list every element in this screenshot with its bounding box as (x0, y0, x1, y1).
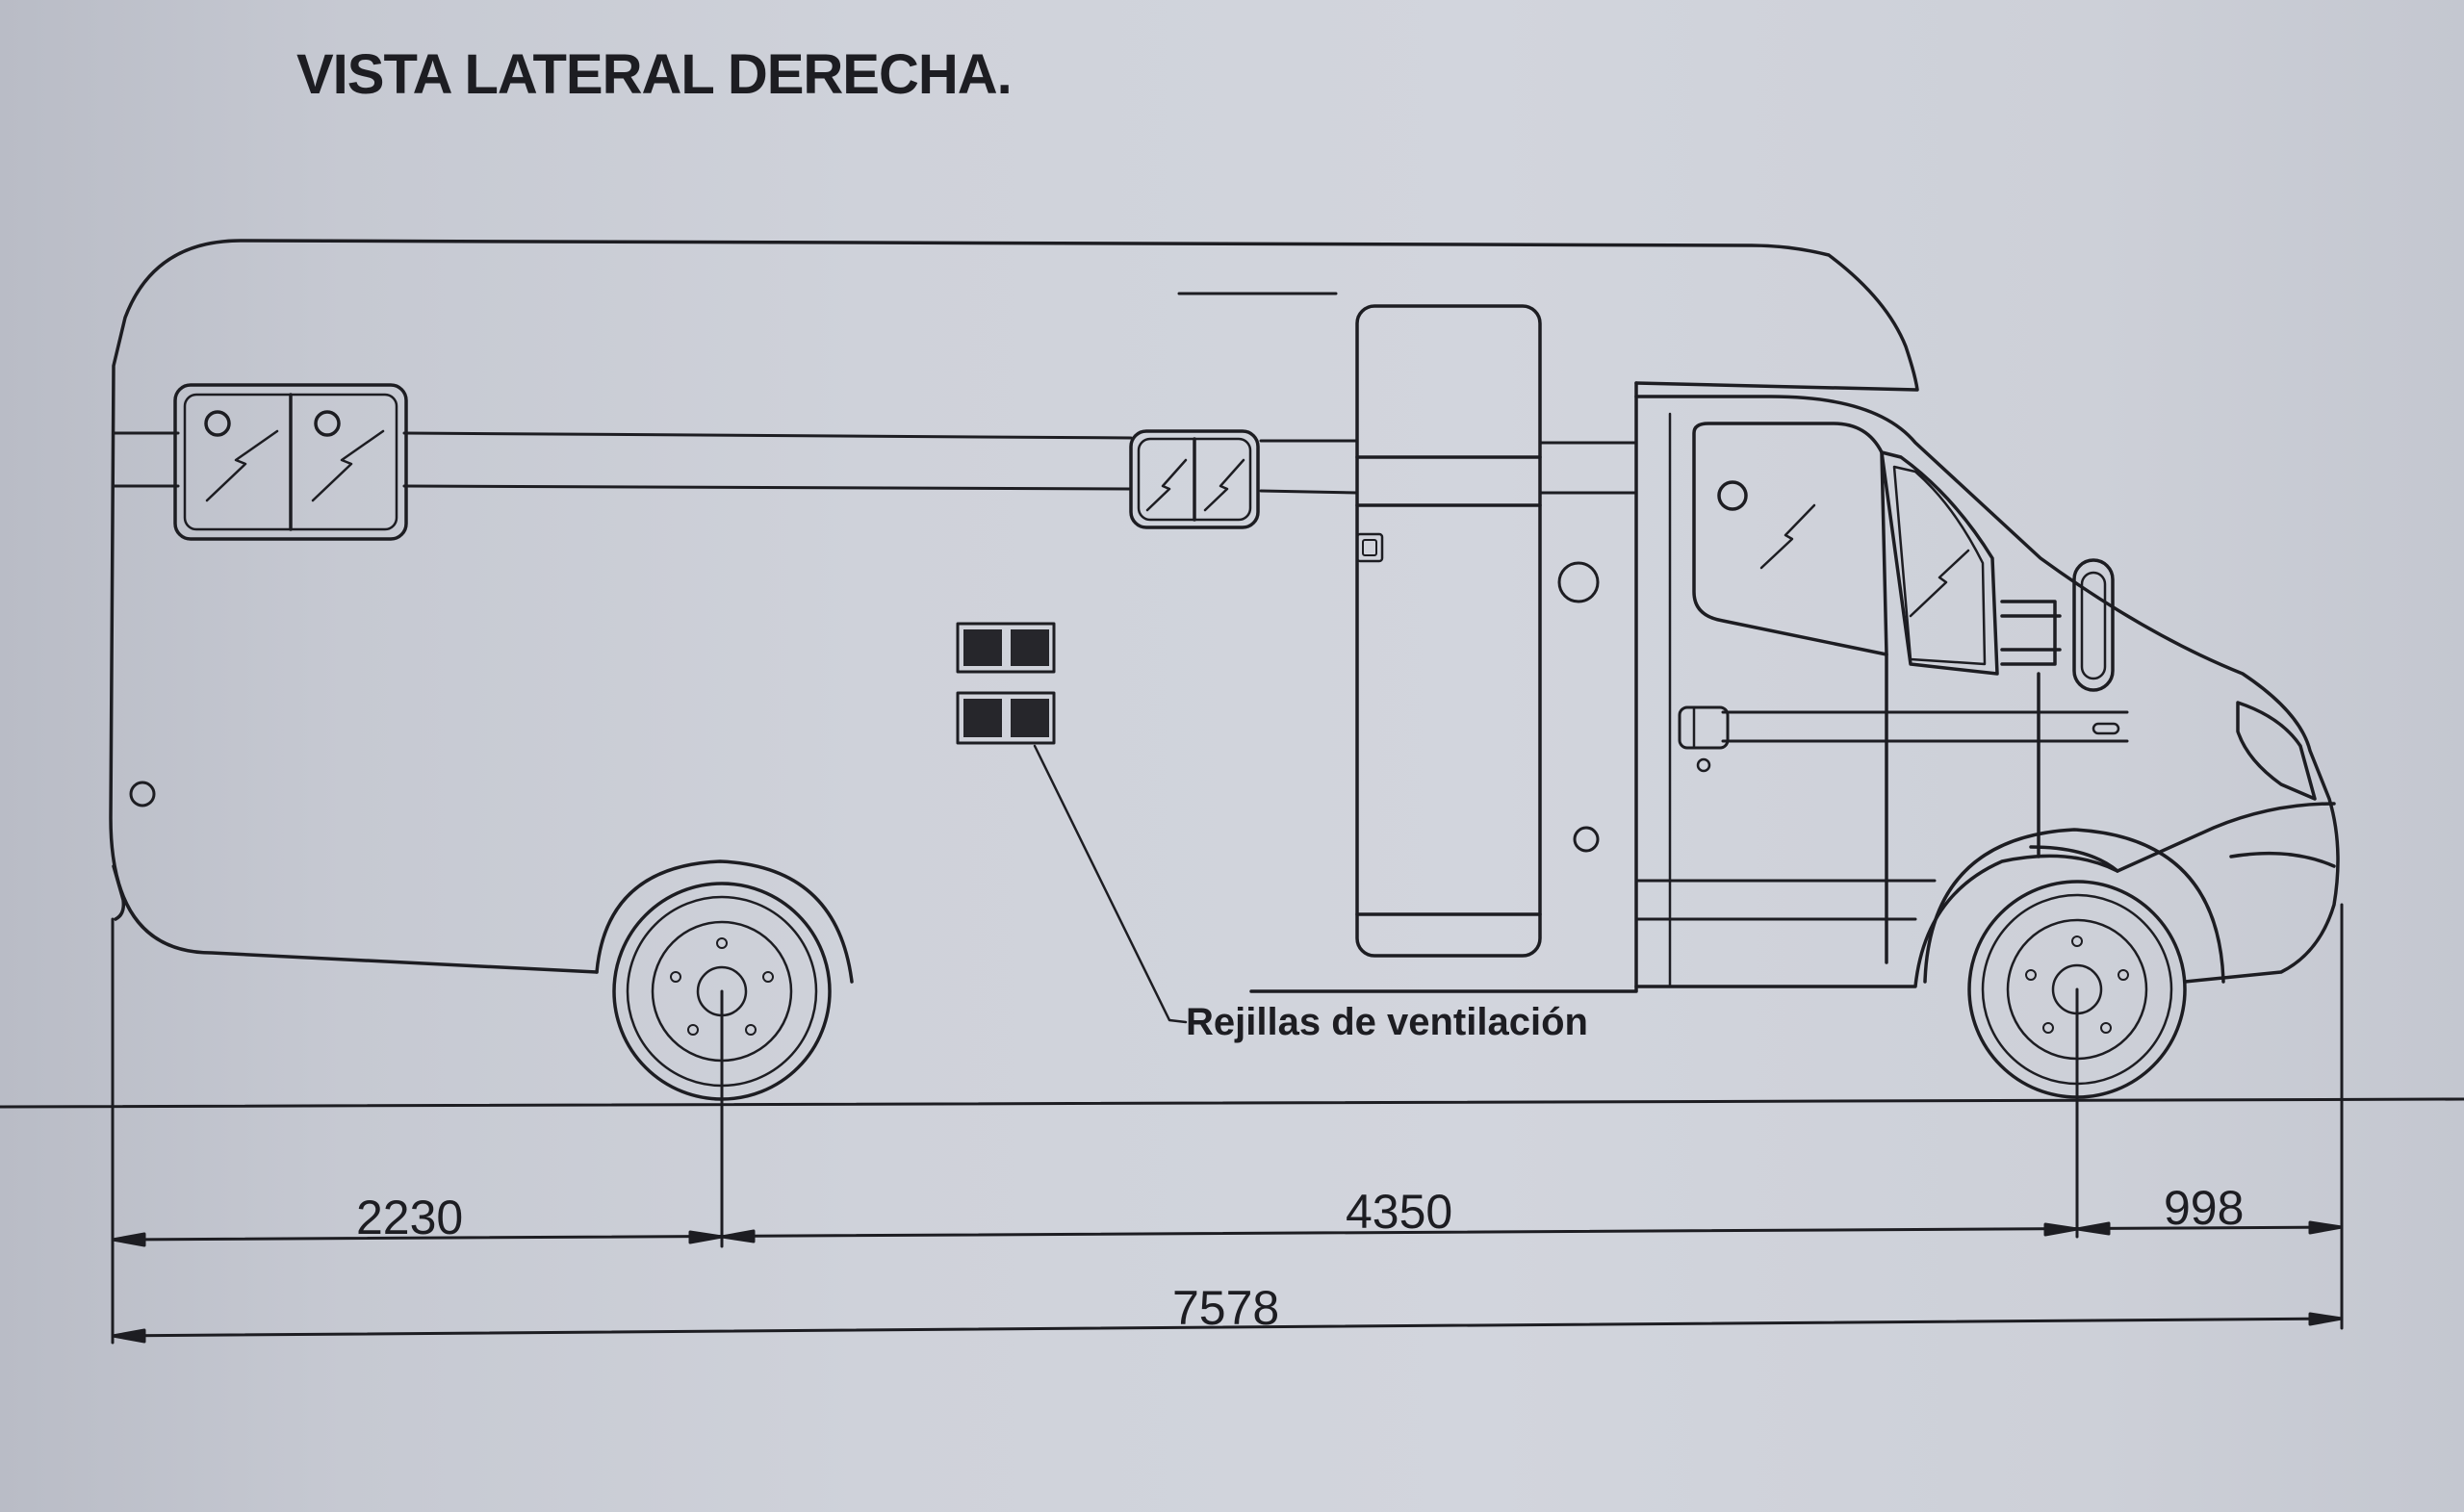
side-window (1129, 429, 1260, 529)
wheel-arches (595, 828, 2225, 984)
ground-line (0, 1097, 2464, 1109)
drawing-title: VISTA LATERAL DERECHA. (296, 43, 1013, 106)
rear-window (173, 383, 408, 541)
ventilation-grilles-label: Rejillas de ventilación (1186, 1001, 1588, 1043)
ventilation-grilles (956, 622, 1056, 745)
dimension-front-overhang: 998 (2164, 1181, 2245, 1235)
callout-leader-line (1033, 744, 1188, 1024)
trim-stripes (112, 292, 2129, 921)
dimension-overall-length: 7578 (1172, 1281, 1280, 1335)
dimension-wheelbase: 4350 (1346, 1185, 1453, 1239)
dimension-lines (111, 903, 2344, 1345)
cab-door (1668, 412, 2120, 988)
side-mirror (2000, 558, 2115, 692)
entry-door (1355, 304, 1542, 958)
filler-caps (129, 561, 1600, 853)
dimension-rear-overhang: 2230 (356, 1191, 464, 1244)
front-bumper (2116, 701, 2336, 873)
